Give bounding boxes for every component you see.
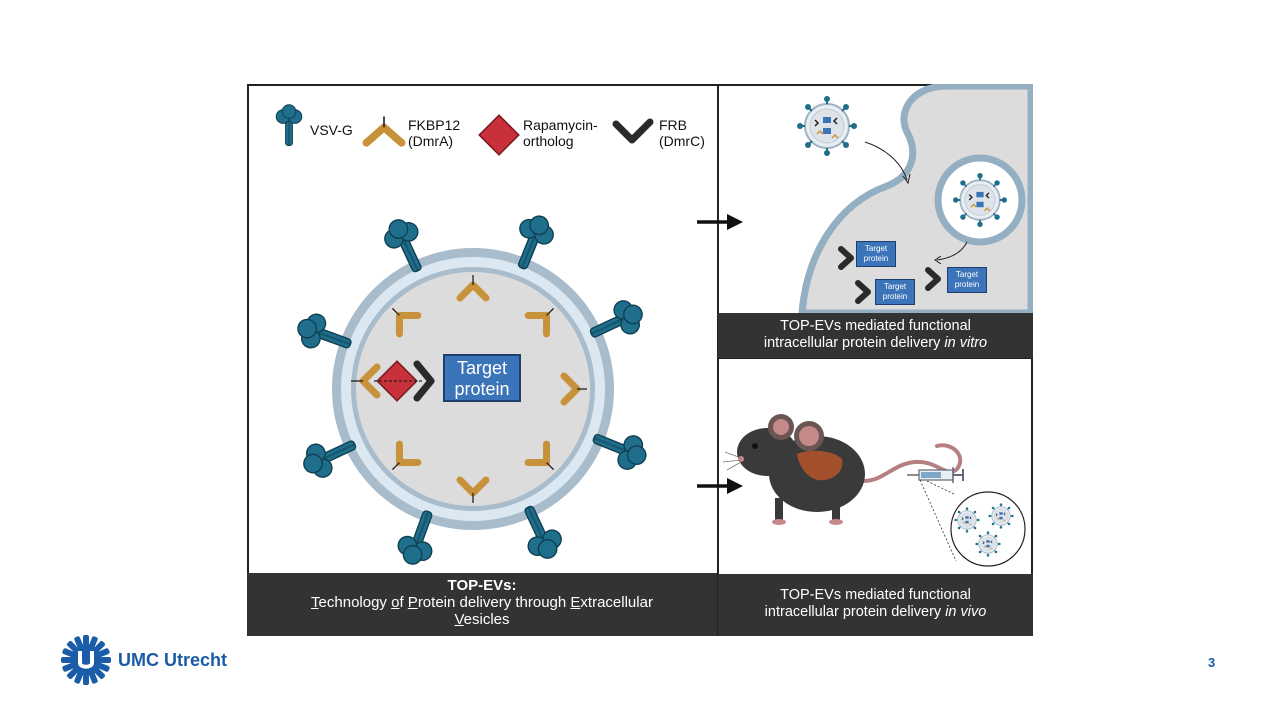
target-protein-small-2: Target protein bbox=[875, 279, 915, 305]
target-protein-box: Target protein bbox=[443, 354, 521, 402]
caption-top-evs-line3: Vesicles bbox=[247, 611, 717, 628]
caption-in-vivo-line1: TOP-EVs mediated functional bbox=[780, 587, 971, 603]
legend-rapa-line2: ortholog bbox=[523, 133, 574, 149]
target-protein-small-3: Target protein bbox=[947, 267, 987, 293]
arrow-to-vitro bbox=[697, 214, 743, 230]
cap-E: E bbox=[570, 594, 581, 611]
rapamycin-legend-icon bbox=[478, 114, 520, 156]
legend-frb-label: FRB (DmrC) bbox=[659, 117, 705, 149]
cap-xtracellular: xtracellular bbox=[580, 594, 653, 611]
cap-o: o bbox=[391, 594, 400, 611]
cap-echnology: echnology bbox=[318, 594, 392, 611]
legend-fkbp-line2: (DmrA) bbox=[408, 133, 454, 149]
caption-in-vivo: TOP-EVs mediated functional intracellula… bbox=[718, 574, 1033, 636]
umc-logo-icon bbox=[61, 635, 111, 685]
target-protein-line2: protein bbox=[454, 379, 510, 399]
vitro-italic: in vitro bbox=[944, 335, 988, 351]
legend-frb-line1: FRB bbox=[659, 117, 687, 133]
legend-fkbp-label: FKBP12 (DmrA) bbox=[408, 117, 460, 149]
cap-f: f bbox=[399, 594, 408, 611]
arrow-to-vivo bbox=[697, 478, 743, 494]
legend-frb-line2: (DmrC) bbox=[659, 133, 705, 149]
cap-V: V bbox=[454, 611, 464, 628]
fkbp-proteins bbox=[351, 275, 587, 503]
uptake-arrows bbox=[864, 141, 968, 265]
caption-top-evs-line2: Technology of Protein delivery through E… bbox=[247, 594, 717, 611]
target-small-2-line1: Target bbox=[883, 282, 907, 291]
target-small-3-line2: protein bbox=[954, 280, 980, 289]
caption-in-vitro-line1: TOP-EVs mediated functional bbox=[780, 318, 971, 334]
legend-rapa-line1: Rapamycin- bbox=[523, 117, 598, 133]
cap-P: P bbox=[407, 594, 418, 611]
page-number: 3 bbox=[1208, 655, 1216, 670]
vivo-line2-text: intracellular protein delivery bbox=[764, 604, 946, 620]
caption-in-vitro: TOP-EVs mediated functional intracellula… bbox=[718, 313, 1033, 358]
umc-logo-text: UMC Utrecht bbox=[118, 650, 228, 670]
free-ev bbox=[796, 95, 858, 157]
target-small-1-line1: Target bbox=[864, 244, 888, 253]
target-small-2-line2: protein bbox=[882, 292, 908, 301]
figure: VSV-G FKBP12 (DmrA) Rapamycin- ortholog … bbox=[247, 84, 1033, 636]
mouse bbox=[722, 414, 963, 525]
rapamycin-complex bbox=[374, 360, 435, 402]
caption-top-evs-title: TOP-EVs: bbox=[447, 577, 517, 594]
fkbp-legend-icon bbox=[362, 116, 406, 147]
zoom-circle bbox=[919, 479, 1026, 567]
legend-fkbp-line1: FKBP12 bbox=[408, 117, 461, 133]
target-small-1-line2: protein bbox=[863, 254, 889, 263]
legend-rapamycin-label: Rapamycin- ortholog bbox=[523, 117, 598, 149]
figure-drawing bbox=[247, 84, 1033, 636]
syringe-icon bbox=[907, 467, 964, 483]
frb-legend-icon bbox=[612, 118, 654, 144]
target-protein-line1: Target bbox=[456, 358, 508, 378]
vitro-line2-text: intracellular protein delivery bbox=[763, 335, 945, 351]
caption-in-vivo-line2: intracellular protein delivery in vivo bbox=[718, 604, 1033, 621]
caption-in-vitro-line2: intracellular protein delivery in vitro bbox=[718, 335, 1033, 352]
cap-T: T bbox=[311, 594, 319, 611]
cap-esicles: esicles bbox=[463, 611, 510, 628]
legend-vsvg-label: VSV-G bbox=[310, 122, 353, 138]
target-small-3-line1: Target bbox=[955, 270, 979, 279]
vivo-italic: in vivo bbox=[945, 604, 987, 620]
cap-rotein: rotein delivery through bbox=[417, 594, 571, 611]
caption-top-evs: TOP-EVs: Technology of Protein delivery … bbox=[247, 573, 717, 636]
frb-released bbox=[838, 246, 941, 304]
target-protein-small-1: Target protein bbox=[856, 241, 896, 267]
